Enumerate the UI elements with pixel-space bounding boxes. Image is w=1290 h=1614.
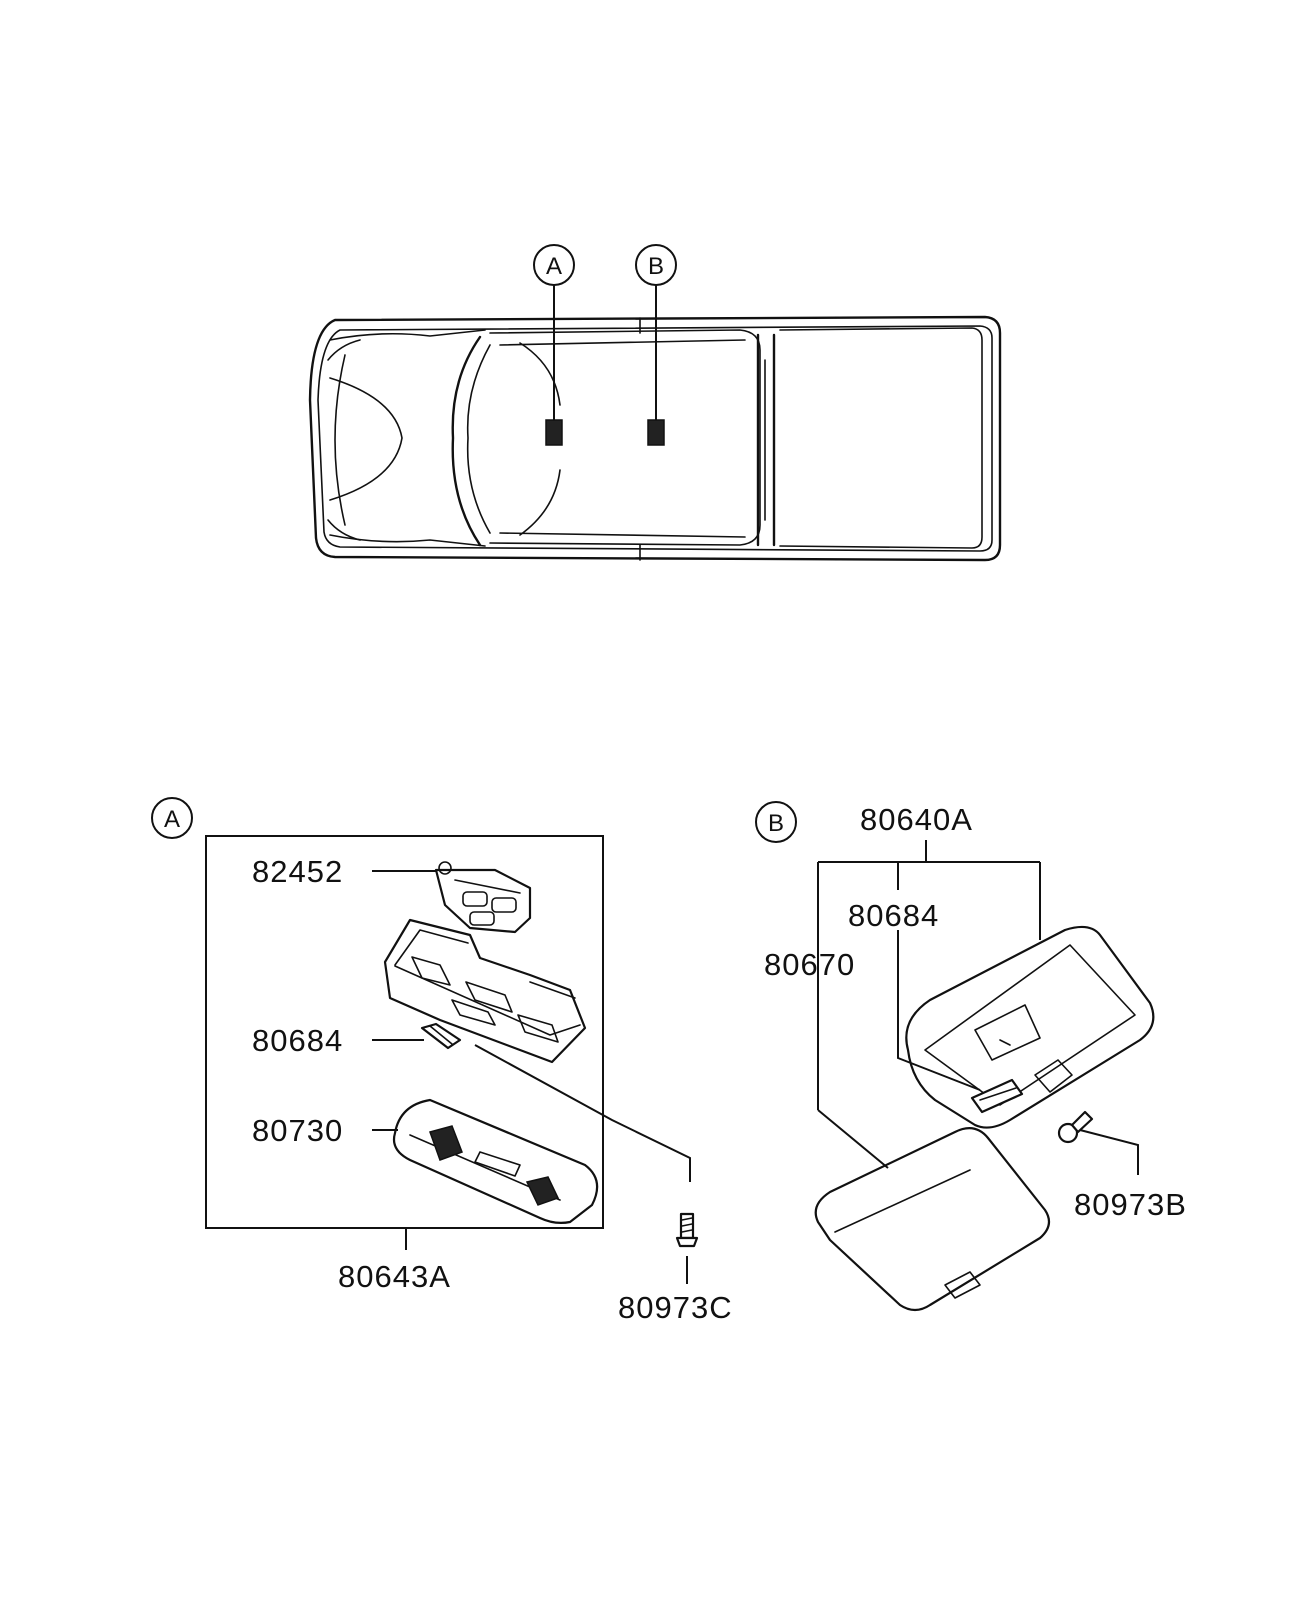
callout-a-label: A (546, 253, 562, 280)
assembly-frame-a (205, 835, 604, 1229)
callout-b-label: B (648, 253, 664, 280)
screw-80973b[interactable] (1057, 1110, 1094, 1144)
label-80730: 80730 (252, 1113, 343, 1148)
section-a-marker-label: A (164, 806, 180, 833)
section-b-marker[interactable]: B (755, 801, 797, 843)
label-80684-a: 80684 (252, 1023, 343, 1058)
lamp-location-a (545, 419, 563, 446)
label-80670: 80670 (764, 947, 855, 982)
bulb-80684-b[interactable] (970, 1078, 1024, 1114)
label-80973c: 80973C (618, 1290, 733, 1325)
lens-80730[interactable] (392, 1098, 599, 1224)
callout-b[interactable]: B (635, 244, 677, 286)
room-lamp-housing[interactable] (905, 925, 1155, 1129)
lens-80670[interactable] (814, 1127, 1051, 1312)
screw-80973c[interactable] (675, 1212, 699, 1248)
section-a-marker[interactable]: A (151, 797, 193, 839)
vehicle-top-view: A B (308, 244, 1002, 562)
lamp-location-b (647, 419, 665, 446)
switch-82452[interactable] (434, 861, 532, 934)
label-80684-b: 80684 (848, 898, 939, 933)
label-80973b: 80973B (1074, 1187, 1187, 1222)
label-82452: 82452 (252, 854, 343, 889)
label-80643a: 80643A (338, 1259, 451, 1294)
section-b: B (755, 801, 1187, 1312)
callout-a[interactable]: A (533, 244, 575, 286)
console-housing[interactable] (383, 918, 587, 1064)
section-b-marker-label: B (768, 810, 784, 837)
label-80640a: 80640A (860, 802, 973, 837)
section-a: A (151, 797, 733, 1325)
bulb-80684-a[interactable] (420, 1022, 462, 1050)
